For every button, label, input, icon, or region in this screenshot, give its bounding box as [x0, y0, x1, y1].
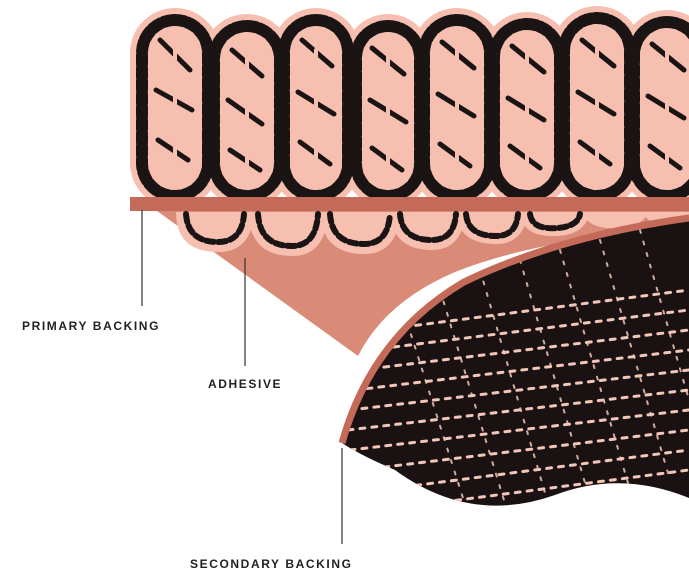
- carpet-tufts: [130, 6, 689, 208]
- label-adhesive: ADHESIVE: [208, 378, 282, 390]
- label-primary-backing: PRIMARY BACKING: [22, 320, 160, 332]
- label-secondary-backing: SECONDARY BACKING: [190, 558, 353, 570]
- primary-backing-strip: [130, 197, 689, 211]
